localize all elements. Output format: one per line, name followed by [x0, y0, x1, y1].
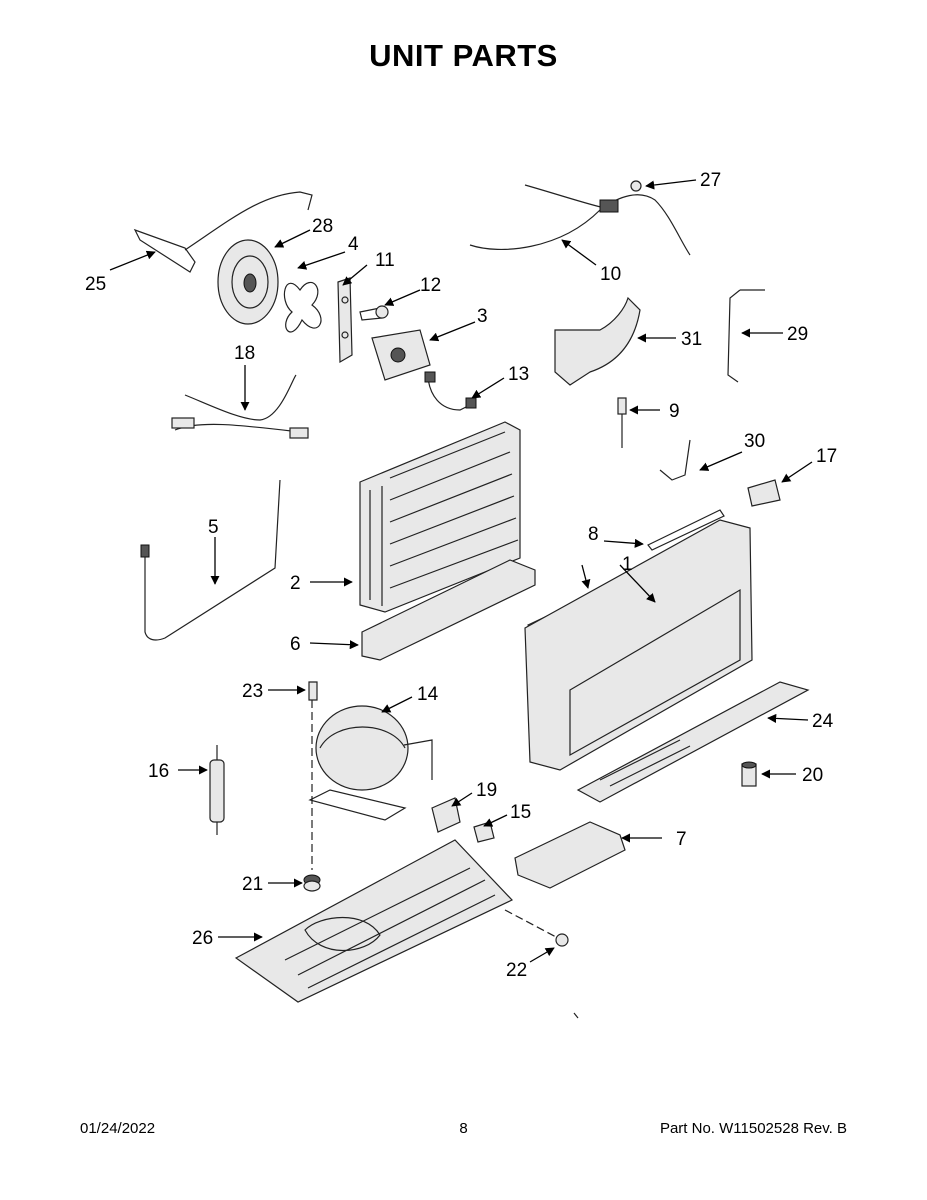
part-27-screw [630, 180, 642, 192]
callout-16: 16 [148, 761, 169, 782]
callout-11: 11 [375, 250, 395, 271]
part-29-tube [727, 289, 765, 383]
callout-17: 17 [816, 446, 837, 467]
part-6-drain-pan [361, 559, 536, 661]
callout-3: 3 [477, 306, 488, 327]
part-24-panel [576, 681, 810, 803]
leader-lines [109, 179, 813, 963]
callout-26: 26 [192, 928, 213, 949]
part-7-cover [514, 821, 626, 889]
callout-14: 14 [417, 684, 439, 705]
part-19-relay [431, 797, 461, 833]
part-28-fan-shroud [217, 239, 279, 325]
part-21-grommet [303, 874, 321, 892]
callout-10: 10 [600, 264, 621, 285]
callout-9: 9 [669, 401, 680, 422]
callout-labels: 1 2 3 4 5 6 7 8 9 10 11 12 13 14 15 16 1… [85, 170, 837, 981]
part-26-base-plate [234, 839, 514, 1003]
callout-28: 28 [312, 216, 333, 237]
stray-mark [573, 1012, 579, 1019]
callout-29: 29 [787, 324, 808, 345]
part-12-screw [359, 305, 389, 321]
callout-12: 12 [420, 275, 441, 296]
callout-23: 23 [242, 681, 263, 702]
part-11-motor-bracket [337, 277, 353, 364]
callout-13: 13 [508, 364, 529, 385]
part-5-tube [140, 479, 281, 641]
part-10-power-harness [469, 184, 691, 256]
callout-27: 27 [700, 170, 721, 191]
callout-30: 30 [744, 431, 765, 452]
footer-date: 01/24/2022 [80, 1120, 156, 1137]
part-13-harness [424, 371, 477, 411]
part-15-overload [473, 821, 495, 843]
footer-page-number: 8 [459, 1120, 468, 1137]
part-23-screw [308, 681, 318, 870]
callout-21: 21 [242, 874, 263, 895]
callout-1: 1 [622, 554, 633, 575]
callout-31: 31 [681, 329, 702, 350]
part-18-wire-harness [171, 374, 309, 439]
callout-25: 25 [85, 274, 106, 295]
part-1-frame [524, 519, 753, 771]
part-4-fan-blade [283, 281, 322, 333]
callout-2: 2 [290, 573, 301, 594]
part-17-label [747, 479, 781, 507]
callout-8: 8 [588, 524, 599, 545]
part-22-screw [504, 909, 569, 947]
part-25-bracket [133, 191, 313, 273]
part-31-duct [554, 296, 641, 386]
part-3-fan-motor [371, 329, 431, 381]
callout-24: 24 [812, 711, 834, 732]
callout-18: 18 [234, 343, 255, 364]
callout-4: 4 [348, 234, 359, 255]
part-16-drier [209, 745, 225, 835]
callout-6: 6 [290, 634, 301, 655]
page-title: UNIT PARTS [369, 38, 558, 73]
part-20-grommet [741, 761, 757, 787]
part-30-wire [659, 439, 691, 481]
callout-20: 20 [802, 765, 823, 786]
footer-part-number: Part No. W11502528 Rev. B [659, 1120, 847, 1137]
part-14-compressor [308, 705, 433, 821]
callout-7: 7 [676, 829, 687, 850]
callout-15: 15 [510, 802, 531, 823]
callout-22: 22 [506, 960, 527, 981]
part-9-thermistor [617, 397, 627, 448]
callout-5: 5 [208, 517, 219, 538]
part-2-evaporator [359, 421, 521, 613]
callout-19: 19 [476, 780, 497, 801]
